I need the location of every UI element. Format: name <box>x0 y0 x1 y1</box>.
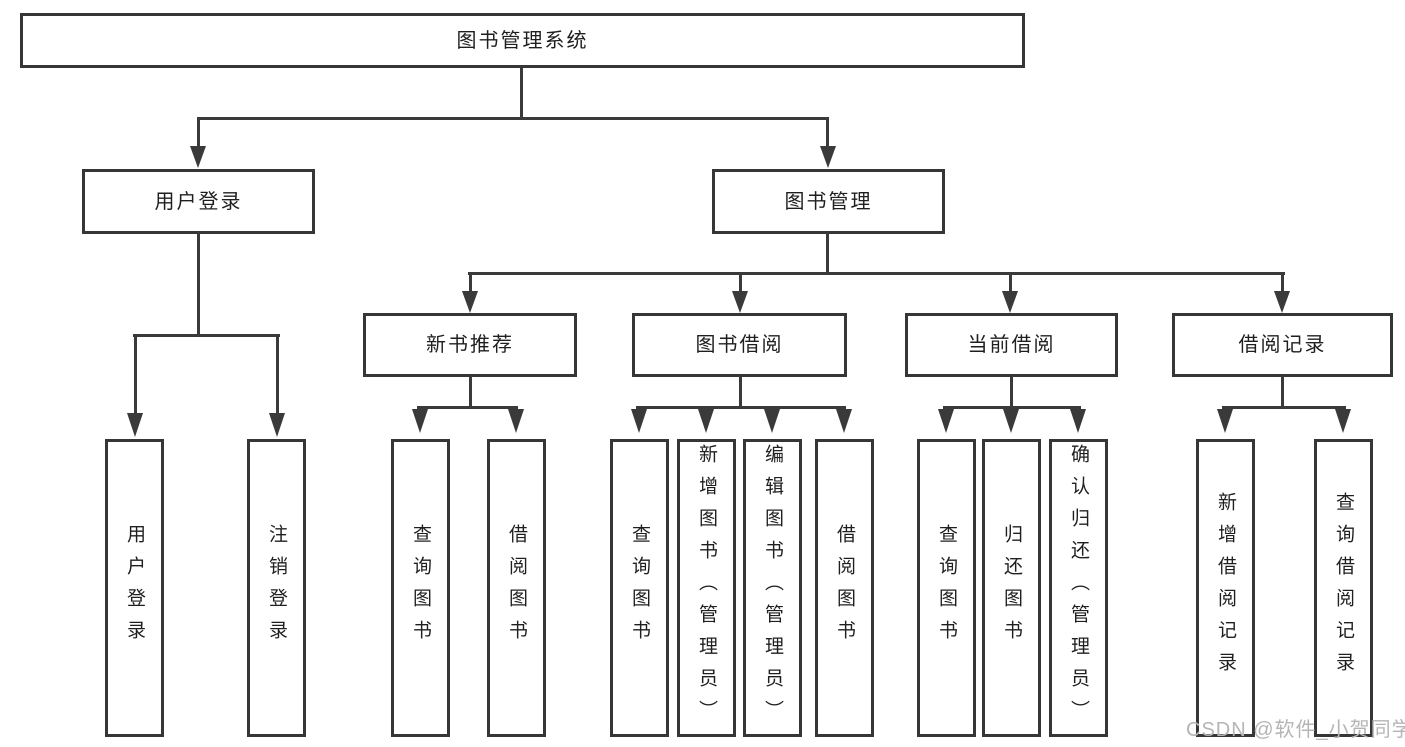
connector-v <box>739 272 742 293</box>
connector-v <box>1281 272 1284 293</box>
leaf-br-query-record: 查询借阅记录 <box>1314 439 1373 737</box>
leaf-cb-confirm-return-admin: 确认归还（管理员） <box>1049 439 1108 737</box>
node-new-book-recommend: 新书推荐 <box>363 313 577 377</box>
connector-v <box>826 117 829 148</box>
csdn-watermark: CSDN @软件_小贺同学 <box>1186 719 1405 741</box>
arrowhead-down <box>938 409 954 433</box>
arrowhead-down <box>462 291 478 313</box>
leaf-rec-query-books: 查询图书 <box>391 439 450 737</box>
leaf-bb-borrow-books: 借阅图书 <box>815 439 874 737</box>
connector-v <box>469 376 472 409</box>
arrowhead-down <box>820 146 836 168</box>
arrowhead-down <box>1274 291 1290 313</box>
leaf-logout: 注销登录 <box>247 439 306 737</box>
leaf-cb-query-books: 查询图书 <box>917 439 976 737</box>
connector-v <box>520 68 523 120</box>
leaf-bb-edit-books-admin: 编辑图书（管理员） <box>743 439 802 737</box>
leaf-bb-query-books: 查询图书 <box>610 439 669 737</box>
node-root: 图书管理系统 <box>20 13 1025 68</box>
arrowhead-down <box>412 409 428 433</box>
connector-h <box>133 334 280 337</box>
arrowhead-down <box>631 409 647 433</box>
node-book-borrow: 图书借阅 <box>632 313 847 377</box>
arrowhead-down <box>1335 409 1351 433</box>
arrowhead-down <box>764 409 780 433</box>
connector-v <box>1009 272 1012 293</box>
connector-h <box>417 406 518 409</box>
arrowhead-down <box>127 413 143 437</box>
leaf-user-login: 用户登录 <box>105 439 164 737</box>
node-current-borrow: 当前借阅 <box>905 313 1118 377</box>
connector-h <box>636 406 846 409</box>
arrowhead-down <box>269 413 285 437</box>
arrowhead-down <box>190 146 206 168</box>
arrowhead-down <box>1003 409 1019 433</box>
leaf-bb-add-books-admin: 新增图书（管理员） <box>677 439 736 737</box>
connector-v <box>1281 376 1284 409</box>
arrowhead-down <box>1217 409 1233 433</box>
connector-v <box>197 233 200 336</box>
arrowhead-down <box>698 409 714 433</box>
connector-h <box>468 272 1285 275</box>
connector-v <box>739 376 742 409</box>
arrowhead-down <box>1070 409 1086 433</box>
connector-h <box>943 406 1081 409</box>
connector-v <box>134 334 137 415</box>
connector-h <box>197 117 829 120</box>
node-user-login: 用户登录 <box>82 169 315 234</box>
connector-v <box>1010 376 1013 409</box>
node-borrow-records: 借阅记录 <box>1172 313 1393 377</box>
connector-h <box>1222 406 1346 409</box>
connector-v <box>197 117 200 148</box>
connector-v <box>826 233 829 274</box>
node-book-management: 图书管理 <box>712 169 945 234</box>
arrowhead-down <box>508 409 524 433</box>
arrowhead-down <box>732 291 748 313</box>
leaf-cb-return-books: 归还图书 <box>982 439 1041 737</box>
connector-v <box>469 272 472 293</box>
leaf-br-add-record: 新增借阅记录 <box>1196 439 1255 737</box>
arrowhead-down <box>1002 291 1018 313</box>
leaf-rec-borrow-books: 借阅图书 <box>487 439 546 737</box>
arrowhead-down <box>836 409 852 433</box>
connector-v <box>276 334 279 415</box>
